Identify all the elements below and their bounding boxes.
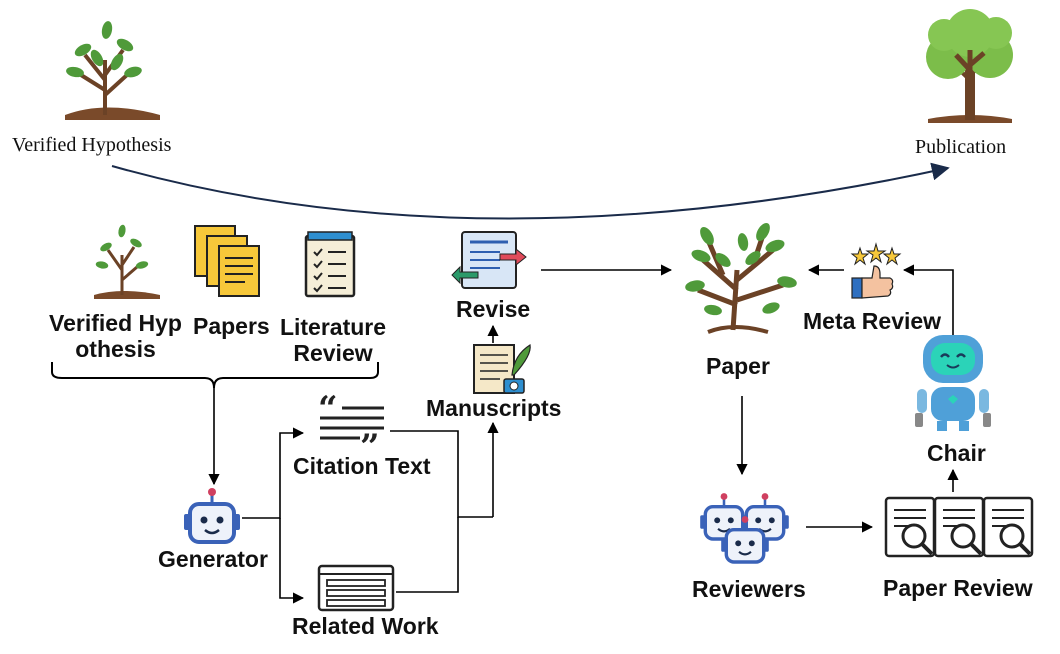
verified-hypothesis-label: Verified Hypothesis: [49, 310, 182, 362]
paper-review-docs-icon: [884, 496, 1034, 558]
generator-robot-icon: [182, 486, 242, 544]
papers-label: Papers: [193, 313, 270, 339]
citation-to-manuscripts-line: [390, 430, 493, 518]
browser-list-icon: [317, 564, 395, 612]
chair-robot-icon: [915, 335, 991, 431]
sapling-icon: [65, 20, 160, 120]
publication-arc: [111, 162, 950, 220]
thumbs-up-stars-icon: [850, 242, 902, 299]
related-work-label: Related Work: [292, 613, 439, 639]
papers-icon: [194, 225, 260, 297]
manuscript-icon: [473, 344, 531, 394]
meta-review-label: Meta Review: [803, 308, 942, 334]
quote-text-icon: “ ”: [318, 389, 384, 467]
revise-icon: [451, 231, 527, 289]
checklist-icon: [304, 231, 356, 298]
svg-text:”: ”: [360, 427, 380, 467]
manuscripts-label: Manuscripts: [426, 395, 562, 421]
tree-icon: [926, 9, 1013, 123]
generator-label: Generator: [158, 546, 268, 572]
generator-to-related-arrow: [279, 518, 305, 604]
generator-to-citation-arrow: [242, 427, 305, 519]
svg-text:“: “: [318, 389, 338, 429]
paper-review-label: Paper Review: [883, 575, 1033, 601]
publication-label: Publication: [915, 136, 1007, 158]
literature-review-label: Literature Review: [279, 314, 387, 366]
paper-label: Paper: [706, 353, 770, 379]
citation-text-label: Citation Text: [293, 453, 431, 479]
revise-label: Revise: [456, 296, 531, 322]
reviewers-robots-icon: [698, 491, 791, 564]
verified-hypothesis-top-label: Verified Hypothesis: [12, 134, 172, 156]
chair-label: Chair: [927, 440, 986, 466]
chair-to-meta-arrow: [902, 264, 954, 335]
small-sapling-icon: [94, 224, 160, 299]
reviewers-label: Reviewers: [692, 576, 806, 602]
paper-tree-icon: [684, 220, 798, 334]
related-to-manuscripts-line: [396, 517, 459, 593]
